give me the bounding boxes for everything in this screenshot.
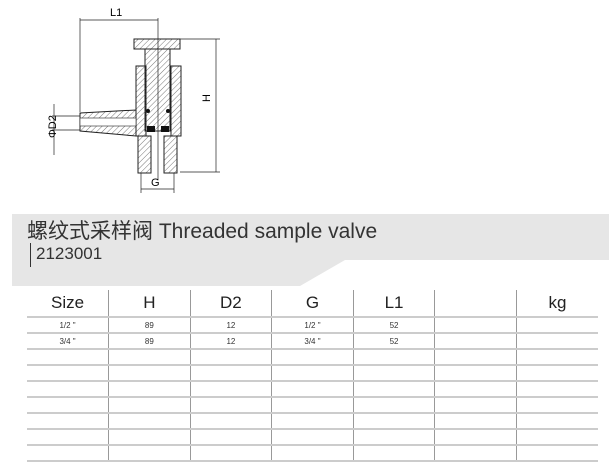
- table-cell: [352, 381, 435, 398]
- table-cell: [27, 445, 109, 462]
- table-cell: [108, 445, 191, 462]
- code-divider: [30, 243, 31, 267]
- table-cell: [27, 397, 109, 414]
- table-row: [27, 445, 598, 462]
- column-header: H: [108, 290, 191, 318]
- table-cell: [27, 381, 109, 398]
- table-row: [27, 349, 598, 366]
- table-cell: [434, 365, 517, 382]
- table-cell: [189, 365, 272, 382]
- table-cell: [271, 413, 354, 430]
- table-cell: [27, 349, 109, 366]
- product-title: 螺纹式采样阀 Threaded sample valve: [27, 220, 378, 243]
- column-header: [434, 290, 517, 318]
- table-cell: [271, 365, 354, 382]
- table-cell: [271, 429, 354, 446]
- table-cell: [27, 429, 109, 446]
- g-label: G: [151, 177, 160, 189]
- table-cell: [515, 365, 598, 382]
- table-cell: [352, 429, 435, 446]
- table-cell: [352, 445, 435, 462]
- table-cell: [27, 413, 109, 430]
- table-cell: [108, 381, 191, 398]
- table-cell: 89: [108, 317, 191, 334]
- d2-label: ΦD2: [47, 115, 59, 138]
- column-header: Size: [27, 290, 109, 318]
- table-cell: [434, 349, 517, 366]
- table-row: [27, 429, 598, 446]
- table-cell: 89: [108, 333, 191, 350]
- column-header: G: [271, 290, 354, 318]
- table-cell: 1/2 ": [27, 317, 109, 334]
- table-row: [27, 381, 598, 398]
- table-row: [27, 413, 598, 430]
- table-cell: [108, 413, 191, 430]
- table-cell: [515, 429, 598, 446]
- l1-label: L1: [110, 7, 122, 19]
- column-header: D2: [189, 290, 272, 318]
- product-code: 2123001: [36, 244, 103, 263]
- table-cell: [434, 333, 517, 350]
- table-cell: [434, 413, 517, 430]
- table-cell: 3/4 ": [271, 333, 354, 350]
- table-cell: [434, 381, 517, 398]
- column-header: kg: [515, 290, 598, 318]
- table-cell: [189, 397, 272, 414]
- table-cell: [108, 397, 191, 414]
- table-cell: [352, 413, 435, 430]
- table-cell: 12: [189, 317, 272, 334]
- table-cell: [515, 445, 598, 462]
- table-cell: [189, 445, 272, 462]
- table-cell: 52: [352, 333, 435, 350]
- table-cell: [271, 445, 354, 462]
- table-cell: [434, 397, 517, 414]
- table-cell: [27, 365, 109, 382]
- table-cell: [189, 429, 272, 446]
- table-cell: 12: [189, 333, 272, 350]
- table-cell: [515, 333, 598, 350]
- table-cell: [434, 445, 517, 462]
- column-header: L1: [352, 290, 435, 318]
- table-row: [27, 397, 598, 414]
- h-label: H: [201, 94, 213, 102]
- table-cell: 1/2 ": [271, 317, 354, 334]
- table-cell: [189, 413, 272, 430]
- table-row: [27, 365, 598, 382]
- table-cell: 52: [352, 317, 435, 334]
- table-cell: [515, 397, 598, 414]
- table-cell: 3/4 ": [27, 333, 109, 350]
- table-cell: [515, 381, 598, 398]
- table-cell: [108, 365, 191, 382]
- table-cell: [108, 429, 191, 446]
- table-cell: [108, 349, 191, 366]
- table-cell: [189, 381, 272, 398]
- table-cell: [271, 381, 354, 398]
- table-cell: [271, 397, 354, 414]
- valve-technical-drawing: L1 H ΦD2 G: [47, 7, 220, 193]
- table-cell: [434, 429, 517, 446]
- table-cell: [271, 349, 354, 366]
- table-cell: [352, 349, 435, 366]
- table-cell: [515, 413, 598, 430]
- table-cell: [189, 349, 272, 366]
- table-cell: [515, 317, 598, 334]
- table-cell: [352, 365, 435, 382]
- table-cell: [515, 349, 598, 366]
- table-cell: [434, 317, 517, 334]
- table-cell: [352, 397, 435, 414]
